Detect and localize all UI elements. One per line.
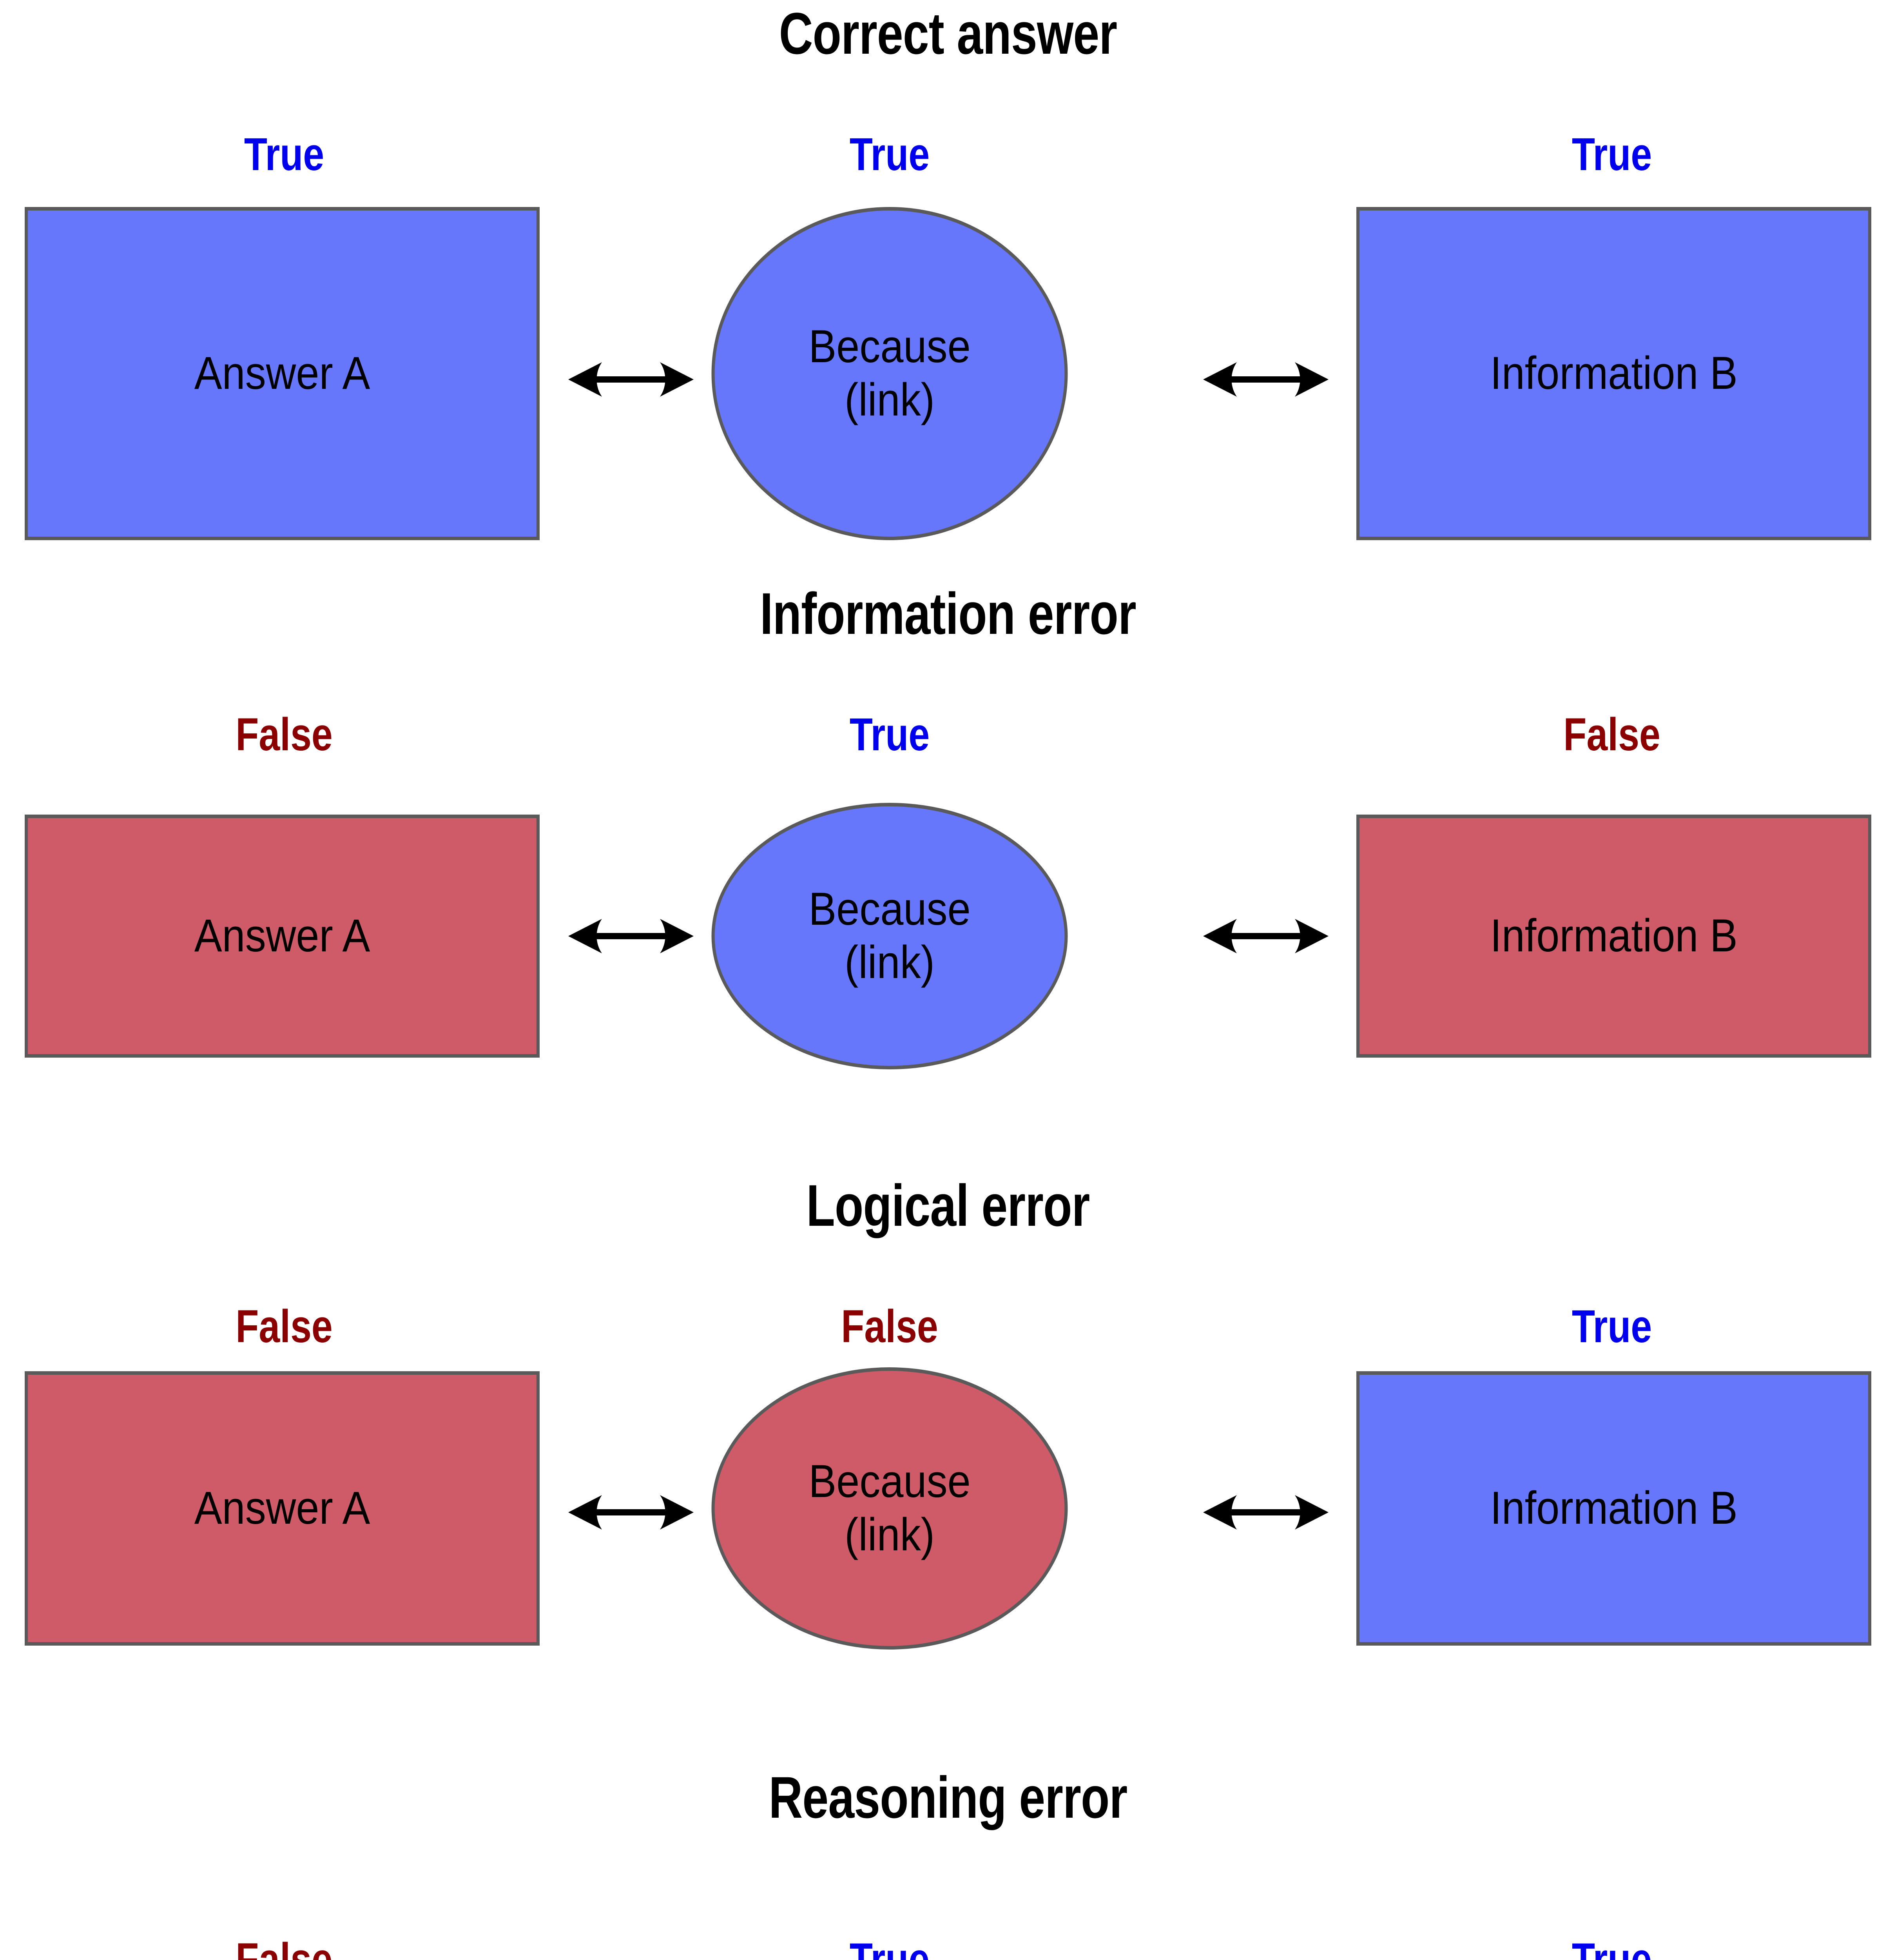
node-because-link[interactable]: Because (link) (711, 207, 1068, 540)
node-information-right[interactable]: Information B (1356, 1371, 1871, 1646)
node-label: Answer A (194, 910, 370, 962)
truth-label-left: False (236, 709, 333, 760)
section-reasoning-error: Reasoning error False True True Answer A… (0, 1764, 1896, 1960)
section-title: Information error (760, 581, 1137, 646)
arrow-left-middle (568, 352, 694, 407)
truth-label-left: True (244, 129, 324, 180)
section-title: Reasoning error (769, 1764, 1128, 1830)
truth-label-middle: True (849, 709, 930, 760)
section-title: Correct answer (779, 0, 1117, 66)
truth-label-right: False (1563, 709, 1660, 760)
node-label: Information B (1490, 910, 1738, 962)
node-label-line1: Because (808, 1455, 971, 1508)
truth-label-left: False (236, 1301, 333, 1352)
node-answer-left[interactable]: Answer A (25, 815, 540, 1058)
truth-label-middle: False (841, 1301, 938, 1352)
node-because-link[interactable]: Because (link) (711, 803, 1068, 1069)
truth-label-right: True (1572, 1934, 1652, 1960)
node-label-line2: (link) (844, 374, 935, 426)
arrow-middle-right (1203, 909, 1329, 964)
arrow-middle-right (1203, 352, 1329, 407)
section-information-error: Information error False True False Answe… (0, 580, 1896, 1172)
truth-label-middle: True (849, 1934, 930, 1960)
section-title: Logical error (806, 1172, 1090, 1238)
node-label: Because (link) (808, 1455, 970, 1561)
node-label-line1: Because (808, 321, 971, 373)
node-because-link[interactable]: Because (link) (711, 1367, 1068, 1650)
arrow-left-middle (568, 1485, 694, 1540)
node-label: Because (link) (808, 320, 970, 426)
node-label: Because (link) (808, 883, 970, 989)
node-answer-left[interactable]: Answer A (25, 1371, 540, 1646)
section-logical-error: Logical error False False True Answer A … (0, 1172, 1896, 1764)
truth-label-right: True (1572, 1301, 1652, 1352)
node-answer-left[interactable]: Answer A (25, 207, 540, 540)
node-label-line2: (link) (844, 936, 935, 988)
node-information-right[interactable]: Information B (1356, 815, 1871, 1058)
section-correct-answer: Correct answer True True True Answer A B… (0, 0, 1896, 580)
truth-label-left: False (236, 1934, 333, 1960)
node-label-line1: Because (808, 883, 971, 935)
arrow-middle-right (1203, 1485, 1329, 1540)
node-label: Answer A (194, 1482, 370, 1534)
truth-label-right: True (1572, 129, 1652, 180)
node-label: Information B (1490, 347, 1738, 399)
node-label: Answer A (194, 347, 370, 399)
node-information-right[interactable]: Information B (1356, 207, 1871, 540)
node-label-line2: (link) (844, 1509, 935, 1561)
arrow-left-middle (568, 909, 694, 964)
node-label: Information B (1490, 1482, 1738, 1534)
truth-label-middle: True (849, 129, 930, 180)
